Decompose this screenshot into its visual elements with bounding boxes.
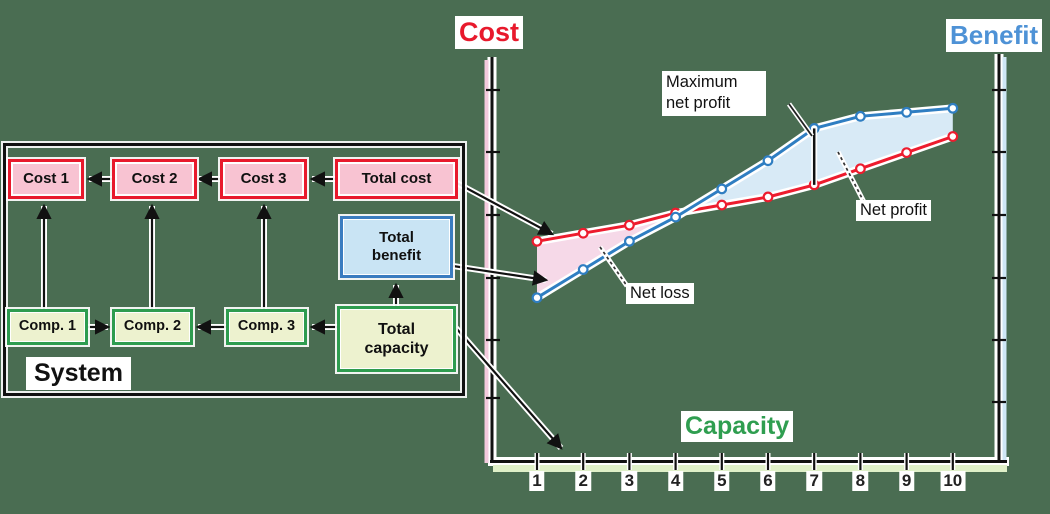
chart-axes	[484, 54, 1009, 472]
box-comp3-label: Comp. 3	[237, 318, 296, 335]
annotation-pointers	[597, 102, 867, 288]
x-tick-label: 3	[621, 471, 638, 491]
benefit-axis-ticks	[992, 88, 1006, 404]
total-cost-curve-marker	[762, 191, 774, 203]
box-comp1: Comp. 1	[7, 309, 88, 345]
net-loss-annotation: Net loss	[626, 283, 694, 304]
x-tick-label: 2	[575, 471, 591, 491]
net-profit-region	[684, 108, 953, 212]
total-benefit-curve-marker	[624, 235, 635, 247]
total-benefit-curve-marker	[762, 155, 774, 167]
box-total-benefit: Total benefit	[340, 216, 453, 278]
box-comp2: Comp. 2	[112, 309, 193, 345]
cost-axis-ticks	[486, 88, 500, 400]
total-cost-curve-marker	[531, 235, 543, 247]
box-cost3: Cost 3	[220, 159, 307, 199]
box-comp2-label: Comp. 2	[123, 318, 182, 335]
x-tick-label: 1	[529, 471, 545, 491]
box-total-capacity-label: Total capacity	[364, 320, 429, 357]
total-benefit-curve-marker	[577, 264, 589, 275]
cost-axis-label: Cost	[455, 16, 523, 49]
box-cost1-label: Cost 1	[23, 170, 69, 187]
arrow-benefit-to-curve	[452, 264, 549, 286]
total-benefit-curve-marker	[855, 110, 866, 122]
max-net-profit-pointer	[788, 103, 813, 137]
capacity-axis-label: Capacity	[681, 411, 794, 442]
x-tick-label: 8	[852, 471, 869, 491]
total-benefit-curve-marker	[531, 292, 543, 304]
box-comp3: Comp. 3	[226, 309, 307, 345]
x-tick-label: 5	[714, 471, 730, 491]
total-cost-curve-marker	[624, 219, 635, 231]
box-total-benefit-label: Total benefit	[371, 229, 422, 264]
box-cost3-label: Cost 3	[240, 170, 287, 187]
total-benefit-curve-marker	[901, 106, 912, 118]
total-benefit-curve-marker	[716, 183, 728, 195]
box-cost2-label: Cost 2	[131, 170, 178, 187]
total-cost-curve-marker	[577, 227, 589, 239]
system-label: System	[26, 357, 131, 390]
system-boundary-box	[3, 143, 465, 396]
diagram-arrows	[36, 171, 564, 450]
x-tick-label: 4	[667, 471, 684, 491]
x-tick-label: 9	[898, 471, 915, 491]
net-loss-pointer	[599, 246, 628, 287]
arrow-capacity-to-axis	[455, 327, 563, 450]
x-tick-label: 6	[760, 471, 776, 491]
total-cost-curve-marker	[947, 131, 959, 142]
x-tick-label: 7	[806, 471, 822, 491]
total-benefit-curve-marker	[670, 211, 681, 223]
box-cost2: Cost 2	[112, 159, 197, 199]
total-benefit-curve-marker	[947, 102, 959, 114]
box-total-cost-label: Total cost	[361, 170, 432, 187]
box-total-capacity: Total capacity	[337, 306, 456, 372]
total-cost-curve	[536, 135, 954, 243]
net-profit-annotation: Net profit	[856, 200, 931, 221]
arrow-totalcost-to-curve	[454, 181, 555, 236]
total-cost-curve-marker	[901, 147, 912, 159]
max-net-profit-annotation: Maximum net profit	[662, 71, 766, 116]
benefit-axis-label: Benefit	[946, 19, 1043, 52]
box-comp1-label: Comp. 1	[18, 318, 77, 335]
x-tick-label: 10	[940, 471, 966, 491]
box-total-cost: Total cost	[335, 159, 458, 199]
box-cost1: Cost 1	[8, 159, 84, 199]
total-cost-curve-marker	[855, 163, 866, 175]
total-cost-curve-marker	[716, 199, 728, 211]
